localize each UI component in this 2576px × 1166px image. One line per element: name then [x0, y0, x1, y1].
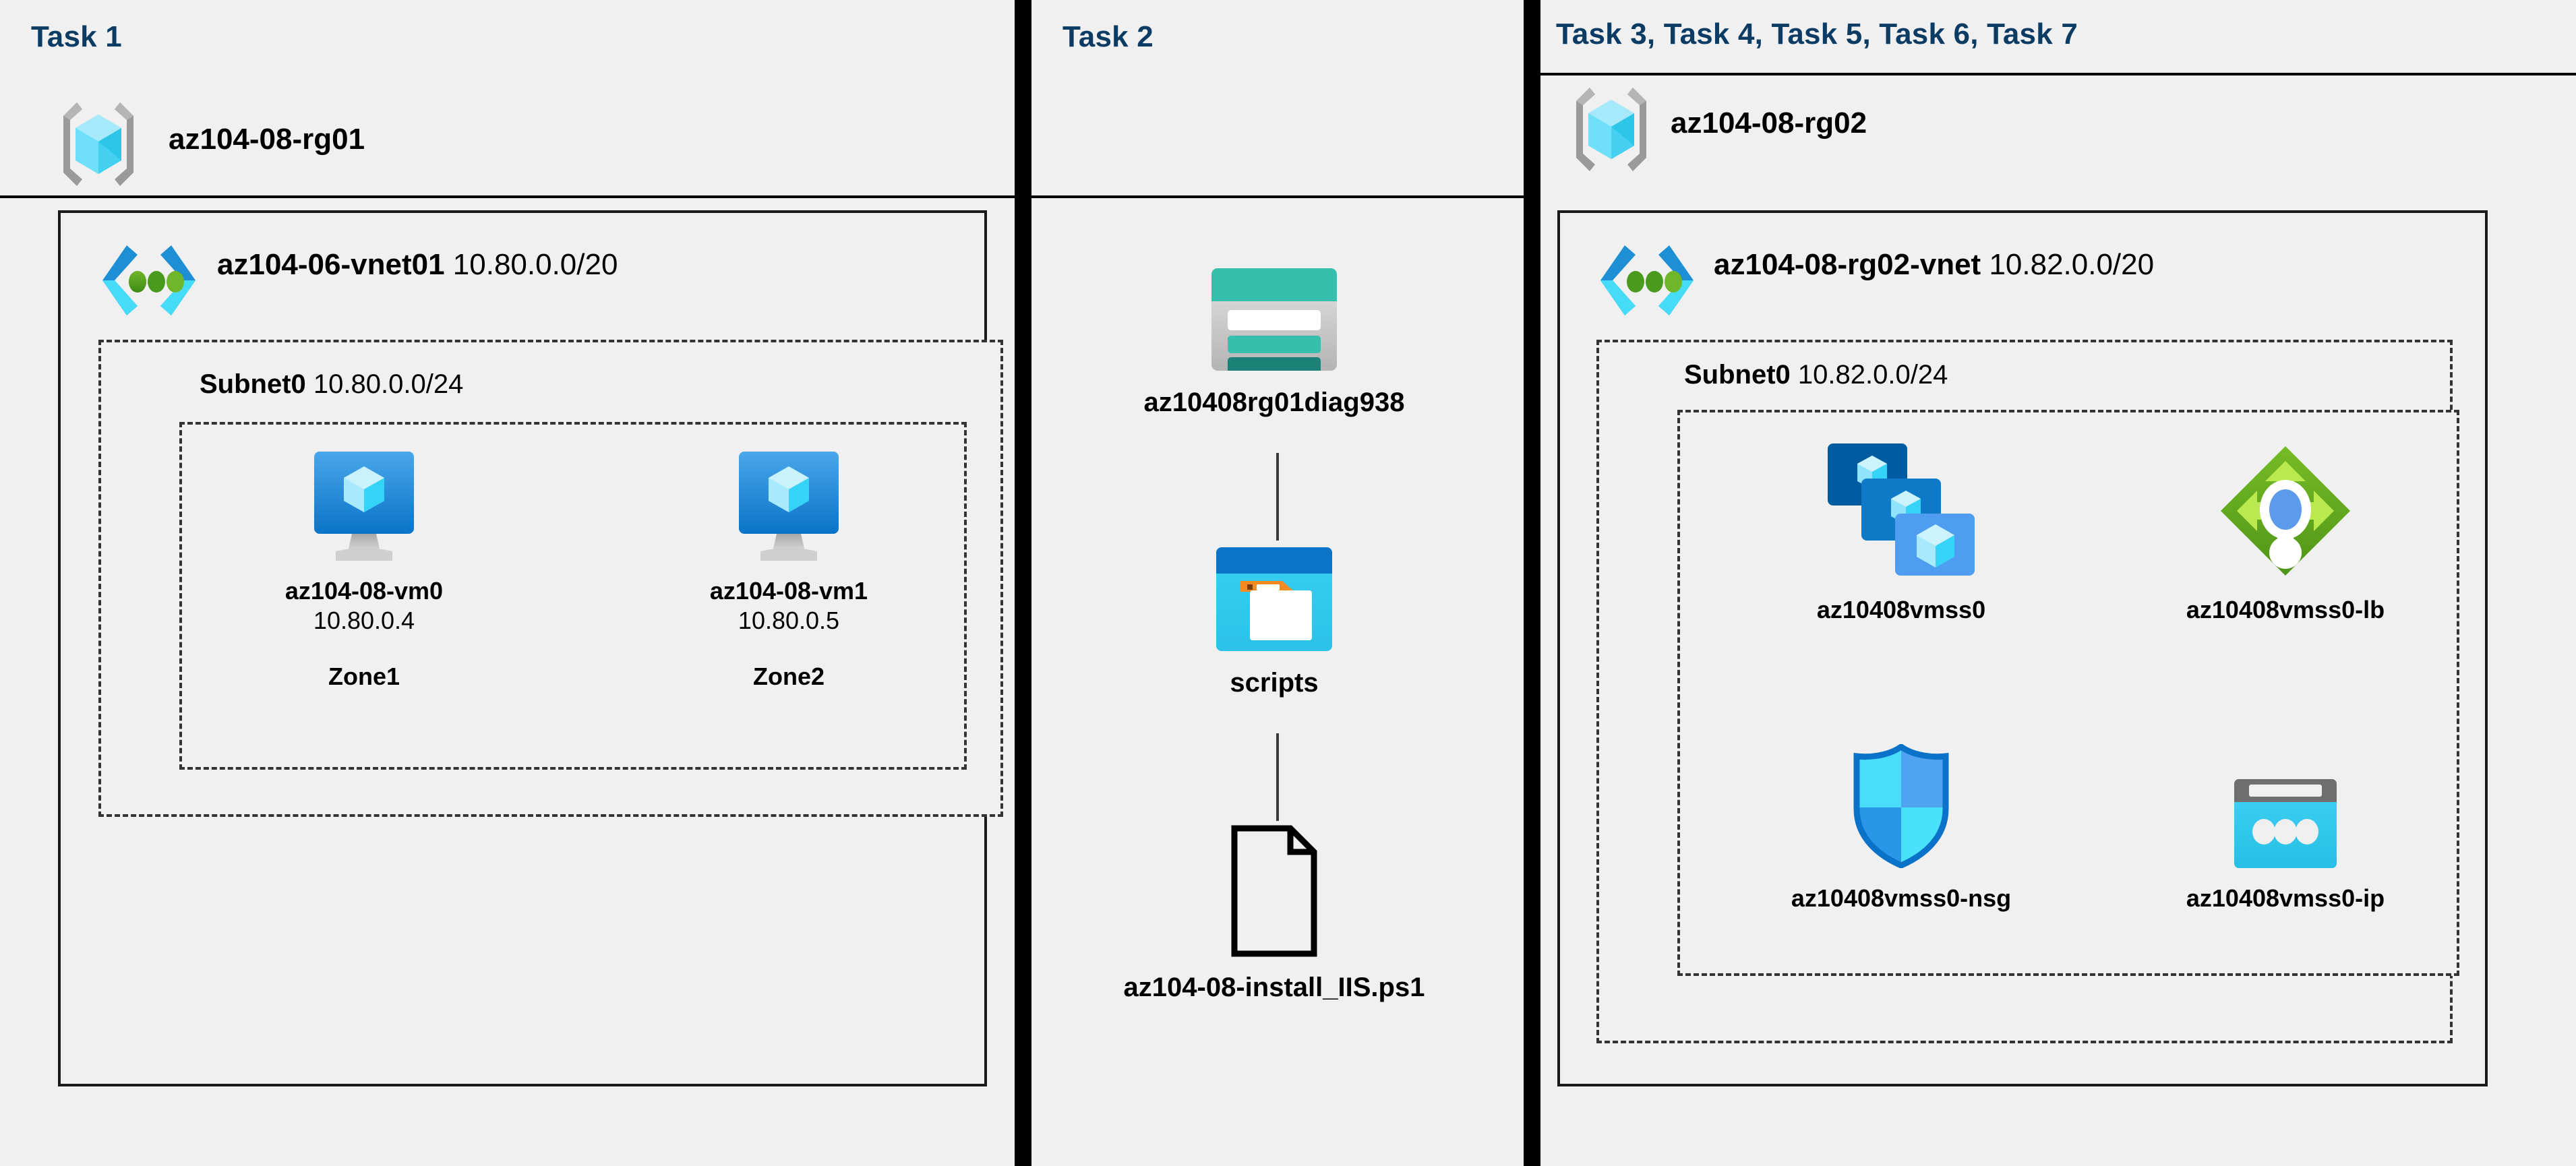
- network-security-group-icon: [1853, 744, 1949, 868]
- task37-virtual-network-icon: [1596, 243, 1698, 318]
- task2-script-file-node[interactable]: az104-08-install_IIS.ps1: [1052, 820, 1497, 1004]
- task37-subnet-label: Subnet0 10.82.0.0/24: [1684, 360, 1948, 390]
- task37-nsg-name: az10408vmss0-nsg: [1791, 884, 2012, 912]
- task1-vm0-icon-wrap: [222, 445, 506, 565]
- virtual-machine-icon: [739, 452, 839, 561]
- task37-nsg-node[interactable]: az10408vmss0-nsg: [1739, 733, 2063, 913]
- task1-vm0-node[interactable]: az104-08-vm0 10.80.0.4 Zone1: [222, 445, 506, 691]
- task37-load-balancer-node[interactable]: az10408vmss0-lb: [2124, 437, 2447, 624]
- storage-account-icon: [1211, 268, 1337, 371]
- header-rule-task1: [0, 195, 1015, 198]
- task2-storage-account-name: az10408rg01diag938: [1143, 388, 1405, 417]
- task1-vm0-zone: Zone1: [328, 663, 400, 691]
- task2-blob-container-name: scripts: [1230, 668, 1319, 698]
- task2-script-file-name: az104-08-install_IIS.ps1: [1123, 973, 1425, 1002]
- task37-vmss-name: az10408vmss0: [1816, 596, 1986, 623]
- task37-nsg-icon-wrap: [1739, 733, 2063, 868]
- task1-subnet-cidr: 10.80.0.0/24: [313, 369, 464, 399]
- task2-connector-storage-to-container: [1276, 453, 1279, 541]
- task1-resource-group-label: az104-08-rg01: [169, 123, 365, 156]
- task37-vnet-name: az104-08-rg02-vnet: [1714, 248, 1981, 281]
- task37-public-ip-icon-wrap: [2124, 733, 2447, 868]
- header-rule-task2: [1031, 195, 1524, 198]
- task1-vm1-ip: 10.80.0.5: [738, 607, 840, 635]
- header-rule-task37: [1540, 73, 2576, 75]
- task37-vnet-label: az104-08-rg02-vnet 10.82.0.0/20: [1714, 248, 2154, 282]
- public-ip-address-icon: [2234, 779, 2337, 868]
- task1-vm1-zone: Zone2: [752, 663, 825, 691]
- task37-subnet-cidr: 10.82.0.0/24: [1797, 360, 1948, 390]
- task37-header: Task 3, Task 4, Task 5, Task 6, Task 7: [1556, 18, 2078, 51]
- task2-storage-icon-wrap: [1052, 263, 1497, 371]
- task37-subnet-name: Subnet0: [1684, 360, 1791, 390]
- task2-header: Task 2: [1062, 20, 1154, 53]
- task1-vm0-ip: 10.80.0.4: [313, 607, 415, 635]
- task37-public-ip-node[interactable]: az10408vmss0-ip: [2124, 733, 2447, 913]
- task37-lb-icon-wrap: [2124, 437, 2447, 578]
- task1-subnet-name: Subnet0: [200, 369, 306, 399]
- task2-connector-container-to-script: [1276, 733, 1279, 821]
- task37-vmss-icon-wrap: [1739, 437, 2063, 578]
- task1-vnet-label: az104-06-vnet01 10.80.0.0/20: [217, 248, 618, 282]
- script-file-icon: [1231, 825, 1317, 957]
- task1-vm1-name: az104-08-vm1: [709, 577, 868, 605]
- task37-resource-group-label: az104-08-rg02: [1671, 106, 1867, 140]
- task37-resource-group-icon: [1568, 84, 1654, 175]
- task1-virtual-network-icon: [98, 243, 200, 318]
- virtual-machine-icon: [314, 452, 414, 561]
- task2-script-icon-wrap: [1052, 820, 1497, 957]
- task37-load-balancer-name: az10408vmss0-lb: [2186, 596, 2385, 623]
- task2-container-icon-wrap: [1052, 543, 1497, 651]
- task1-vm1-icon-wrap: [647, 445, 930, 565]
- task1-resource-group-icon: [55, 98, 142, 190]
- task1-header: Task 1: [31, 20, 122, 53]
- task37-public-ip-name: az10408vmss0-ip: [2186, 884, 2385, 912]
- panel-divider-right: [1524, 0, 1540, 1166]
- task37-vnet-cidr: 10.82.0.0/20: [1989, 248, 2155, 281]
- task2-blob-container-node[interactable]: scripts: [1052, 543, 1497, 699]
- task1-vm1-node[interactable]: az104-08-vm1 10.80.0.5 Zone2: [647, 445, 930, 691]
- vm-scale-set-icon: [1828, 443, 1975, 576]
- task1-subnet-label: Subnet0 10.80.0.0/24: [200, 369, 463, 400]
- panel-divider-left: [1015, 0, 1031, 1166]
- task2-storage-account-node[interactable]: az10408rg01diag938: [1052, 263, 1497, 419]
- task1-vnet-cidr: 10.80.0.0/20: [452, 248, 618, 281]
- task1-vm0-name: az104-08-vm0: [284, 577, 444, 605]
- task37-vmss-node[interactable]: az10408vmss0: [1739, 437, 2063, 624]
- task1-vnet-name: az104-06-vnet01: [217, 248, 445, 281]
- load-balancer-icon: [2221, 446, 2350, 576]
- blob-container-icon: [1216, 547, 1332, 651]
